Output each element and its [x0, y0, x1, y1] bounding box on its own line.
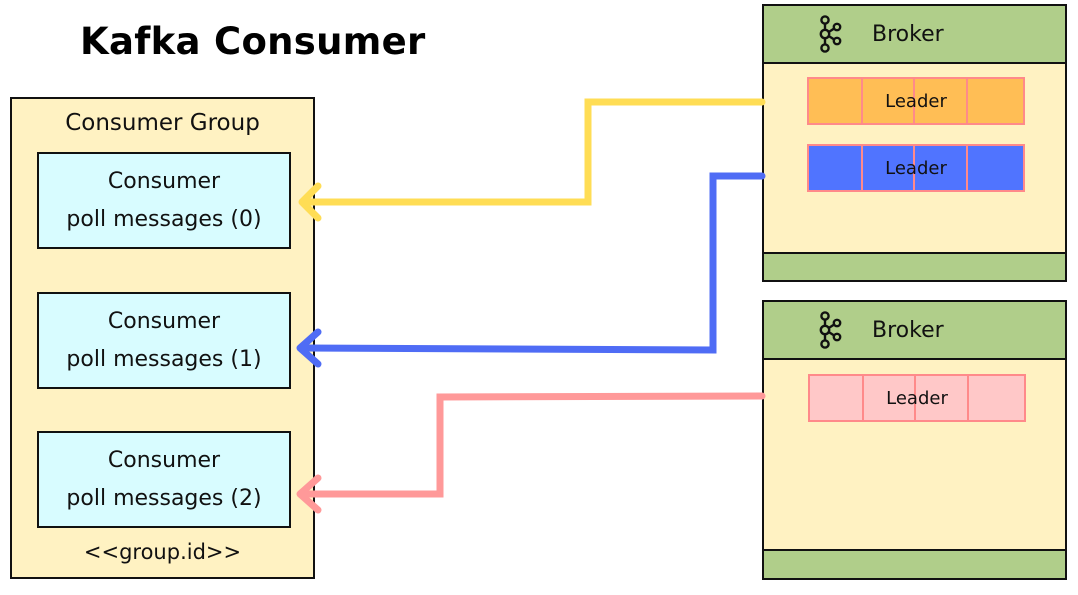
group-id-label: <<group.id>> [83, 540, 242, 564]
broker-0-footer [762, 252, 1067, 282]
arrow-pink-head [296, 474, 322, 514]
partition-label: Leader [886, 387, 948, 409]
kafka-logo-icon [819, 311, 842, 349]
consumer-1: Consumer poll messages (1) [37, 292, 291, 389]
consumer-title: Consumer [107, 308, 221, 334]
partition-leader: Leader [808, 374, 1026, 422]
consumer-action: poll messages (0) [66, 206, 262, 232]
consumer-title: Consumer [107, 447, 221, 473]
consumer-0: Consumer poll messages (0) [37, 152, 291, 249]
partition-leader: Leader [807, 77, 1025, 125]
consumer-group-label: Consumer Group [65, 110, 260, 136]
consumer-action: poll messages (1) [66, 346, 262, 372]
arrow-blue-head [296, 328, 322, 368]
partition-label: Leader [885, 157, 947, 179]
broker-label: Broker [872, 21, 944, 47]
consumer-title: Consumer [107, 168, 221, 194]
arrow-pink [299, 392, 766, 498]
broker-1-footer [762, 549, 1067, 580]
partition-label: Leader [885, 90, 947, 112]
consumer-2: Consumer poll messages (2) [37, 431, 291, 528]
arrow-yellow [301, 98, 766, 206]
page-title: Kafka Consumer [80, 20, 426, 63]
consumer-action: poll messages (2) [66, 485, 262, 511]
partition-leader: Leader [807, 144, 1025, 192]
broker-0-header: Broker [762, 4, 1067, 64]
broker-label: Broker [872, 317, 944, 343]
broker-1-header: Broker [762, 300, 1067, 360]
arrow-blue [299, 172, 766, 354]
arrow-yellow-head [298, 182, 322, 222]
kafka-logo-icon [819, 15, 842, 53]
